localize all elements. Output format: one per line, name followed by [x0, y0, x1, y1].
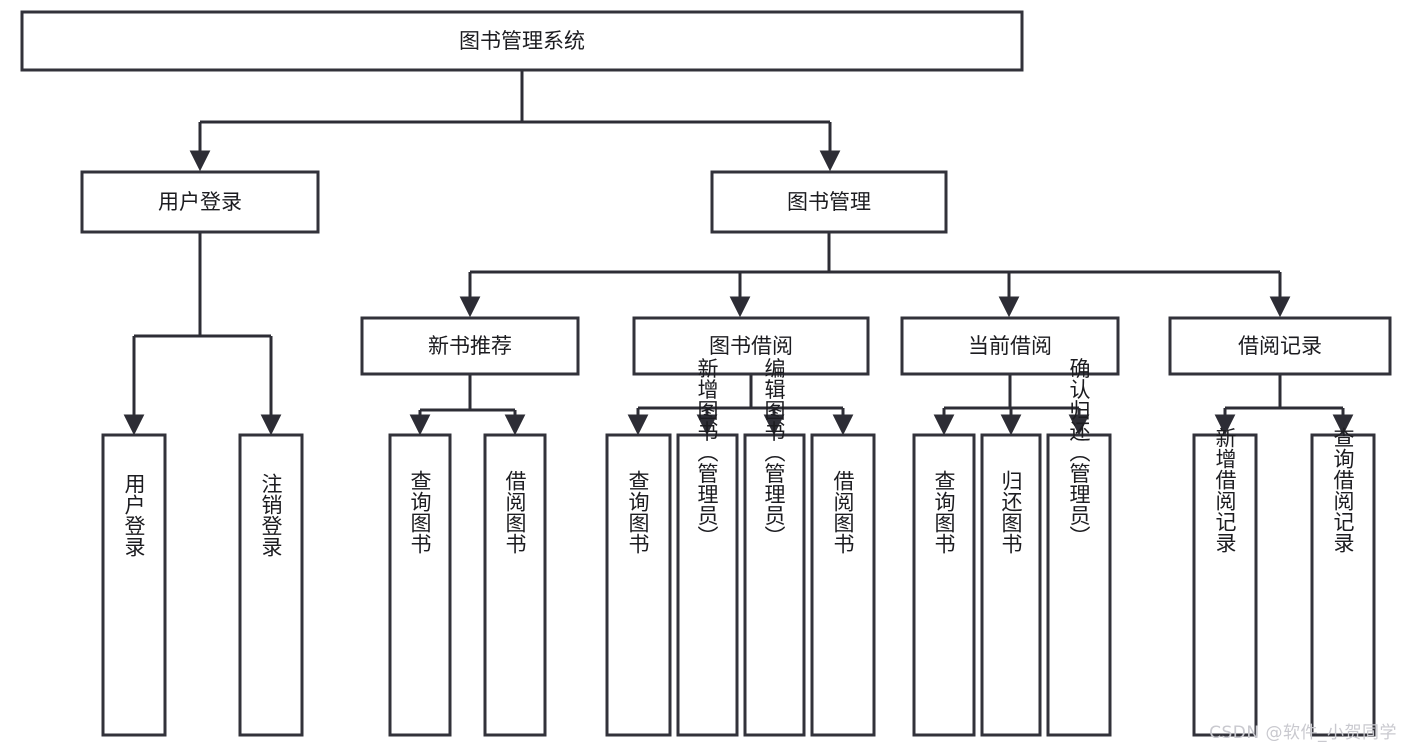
leaf-logout[interactable]: 注销登录 — [238, 433, 304, 737]
link-newbooks-bus — [420, 374, 515, 412]
leaf-current-confirm-return-admin-box[interactable] — [1046, 433, 1112, 737]
link-records-bus — [1225, 374, 1343, 410]
node-borrow-records-label: 借阅记录 — [1238, 334, 1322, 358]
node-current-borrow-box[interactable] — [900, 316, 1120, 376]
node-borrow-records-box[interactable] — [1168, 316, 1392, 376]
leaf-borrow-add-book-admin-label: 新增图书（管理员） — [695, 358, 719, 547]
node-user-login-box[interactable] — [80, 170, 320, 234]
node-new-book-recommend-label: 新书推荐 — [428, 334, 512, 358]
leaf-borrow-borrow-book[interactable]: 借阅图书 — [810, 433, 876, 737]
leaf-borrow-borrow-book-box[interactable] — [810, 433, 876, 737]
node-root-box[interactable] — [20, 10, 1024, 72]
leaf-current-return-book-label: 归还图书 — [999, 470, 1023, 554]
node-user-login[interactable]: 用户登录 — [80, 170, 320, 234]
node-book-management-box[interactable] — [710, 170, 948, 234]
leaf-current-confirm-return-admin-label: 确认归还（管理员） — [1067, 358, 1091, 547]
leaf-newbooks-borrow-book-box[interactable] — [483, 433, 547, 737]
node-borrow-records[interactable]: 借阅记录 — [1168, 316, 1392, 376]
leaf-current-query-book-label: 查询图书 — [932, 470, 956, 554]
leaf-records-query-record[interactable]: 查询借阅记录 — [1310, 427, 1376, 737]
leaf-borrow-add-book-admin-box[interactable] — [676, 433, 739, 737]
leaf-current-confirm-return-admin[interactable]: 确认归还（管理员） — [1046, 358, 1112, 737]
link-borrow-bus — [638, 374, 843, 410]
leaf-current-query-book[interactable]: 查询图书 — [912, 433, 976, 737]
leaf-records-add-record-box[interactable] — [1192, 433, 1258, 737]
leaf-records-query-record-box[interactable] — [1310, 433, 1376, 737]
leaf-logout-box[interactable] — [238, 433, 304, 737]
node-new-book-recommend[interactable]: 新书推荐 — [360, 316, 580, 376]
node-new-book-recommend-box[interactable] — [360, 316, 580, 376]
leaf-borrow-query-book-label: 查询图书 — [626, 470, 650, 554]
node-book-borrow[interactable]: 图书借阅 — [632, 316, 870, 376]
link-current-bus — [944, 374, 1079, 410]
leaf-borrow-edit-book-admin-label: 编辑图书（管理员） — [762, 358, 786, 547]
link-userlogin-bus — [134, 232, 271, 338]
leaf-user-login[interactable]: 用户登录 — [101, 433, 167, 737]
leaf-borrow-add-book-admin[interactable]: 新增图书（管理员） — [676, 358, 739, 737]
node-current-borrow[interactable]: 当前借阅 — [900, 316, 1120, 376]
leaf-records-query-record-label: 查询借阅记录 — [1331, 427, 1355, 553]
leaf-newbooks-borrow-book[interactable]: 借阅图书 — [483, 433, 547, 737]
node-book-management-label: 图书管理 — [787, 190, 871, 214]
leaf-current-return-book-box[interactable] — [980, 433, 1042, 737]
leaf-logout-label: 注销登录 — [259, 473, 283, 557]
node-user-login-label: 用户登录 — [158, 190, 242, 214]
leaf-borrow-query-book[interactable]: 查询图书 — [605, 433, 672, 737]
node-root-label: 图书管理系统 — [459, 29, 585, 53]
leaf-newbooks-query-book[interactable]: 查询图书 — [388, 433, 452, 737]
leaf-user-login-box[interactable] — [101, 433, 167, 737]
leaf-newbooks-borrow-book-label: 借阅图书 — [503, 470, 527, 554]
leaf-borrow-borrow-book-label: 借阅图书 — [831, 470, 855, 554]
node-current-borrow-label: 当前借阅 — [968, 334, 1052, 358]
link-root-bus — [200, 70, 830, 124]
node-book-borrow-box[interactable] — [632, 316, 870, 376]
leaf-user-login-label: 用户登录 — [122, 473, 146, 557]
leaf-borrow-edit-book-admin[interactable]: 编辑图书（管理员） — [743, 358, 806, 737]
node-book-borrow-label: 图书借阅 — [709, 334, 793, 358]
node-root[interactable]: 图书管理系统 — [20, 10, 1024, 72]
leaf-newbooks-query-book-box[interactable] — [388, 433, 452, 737]
connector-layer — [123, 70, 1354, 436]
leaf-newbooks-query-book-label: 查询图书 — [408, 470, 432, 554]
leaf-borrow-query-book-box[interactable] — [605, 433, 672, 737]
leaf-current-query-book-box[interactable] — [912, 433, 976, 737]
node-book-management[interactable]: 图书管理 — [710, 170, 948, 234]
link-bookmgmt-bus — [470, 232, 1280, 274]
leaf-borrow-edit-book-admin-box[interactable] — [743, 433, 806, 737]
leaf-current-return-book[interactable]: 归还图书 — [980, 433, 1042, 737]
leaf-records-add-record-label: 新增借阅记录 — [1213, 427, 1237, 553]
leaf-records-add-record[interactable]: 新增借阅记录 — [1192, 427, 1258, 737]
